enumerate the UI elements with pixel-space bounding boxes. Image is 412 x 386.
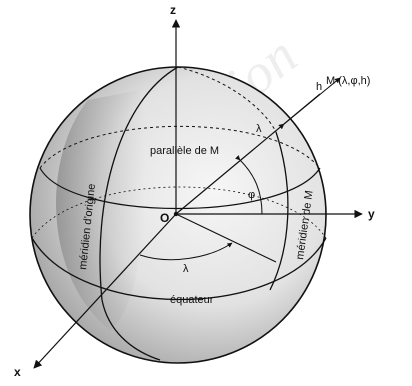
meridian-of-m-line — [269, 131, 289, 291]
equator-label: équateur — [170, 294, 214, 306]
z-axis-label: z — [170, 3, 176, 17]
origin-label: O — [160, 211, 169, 225]
longitude-symbol: λ — [183, 263, 189, 275]
sphere-shadow-region — [56, 90, 146, 330]
origin-point — [173, 211, 179, 217]
y-axis-label: y — [368, 207, 375, 221]
lambda-tick-label: λ — [256, 123, 262, 135]
equator-line — [31, 237, 327, 301]
parallel-label: parallèle de M — [150, 145, 219, 157]
height-arrow — [278, 77, 341, 130]
x-axis — [33, 213, 177, 369]
origin-meridian-line — [99, 66, 179, 361]
equatorial-projection-line — [175, 213, 277, 263]
parallel-of-m-line — [39, 167, 321, 209]
point-m-label: M (λ,φ,h) — [326, 75, 370, 87]
latitude-symbol: φ — [248, 189, 255, 201]
height-label: h — [316, 81, 322, 93]
latitude-arc — [235, 155, 263, 215]
longitude-arc — [139, 242, 233, 261]
x-axis-label: x — [14, 365, 21, 379]
